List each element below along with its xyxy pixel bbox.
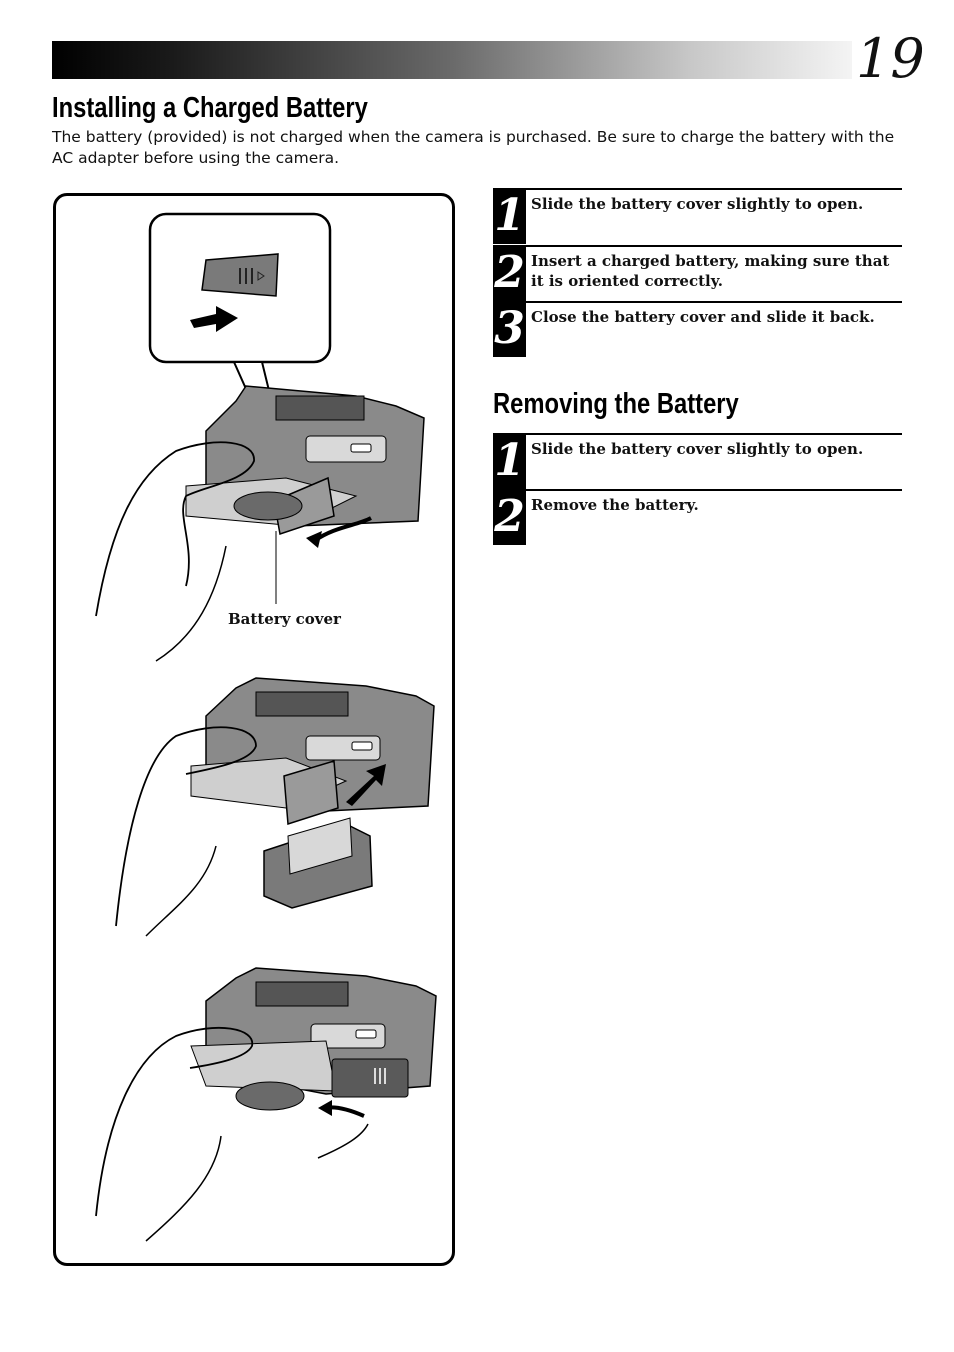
step-number: 1	[493, 188, 526, 244]
step-number: 1	[493, 433, 526, 489]
step-rule	[526, 433, 902, 435]
step-text: Slide the battery cover slightly to open…	[531, 440, 864, 458]
step-rule	[526, 188, 902, 190]
battery-cover-label: Battery cover	[228, 610, 341, 628]
camera-battery-illustration	[95, 212, 437, 1242]
scene-close-cover	[95, 967, 437, 1242]
step-text: Slide the battery cover slightly to open…	[531, 195, 864, 213]
remove-step-1: 1 Slide the battery cover slightly to op…	[493, 433, 902, 489]
step-rule	[526, 301, 902, 303]
install-step-1: 1 Slide the battery cover slightly to op…	[493, 188, 902, 244]
intro-paragraph: The battery (provided) is not charged wh…	[52, 128, 895, 167]
page-number: 19	[856, 27, 925, 90]
scene-open-cover	[95, 385, 425, 662]
removing-battery-title: Removing the Battery	[493, 388, 739, 420]
step-rule	[526, 245, 902, 247]
install-step-3: 3 Close the battery cover and slide it b…	[493, 301, 902, 357]
step-number: 3	[493, 301, 526, 357]
step-text: Insert a charged battery, making sure th…	[531, 252, 890, 290]
scene-insert-battery	[115, 677, 435, 937]
step-number: 2	[493, 489, 526, 545]
install-step-2: 2 Insert a charged battery, making sure …	[493, 245, 902, 301]
installing-battery-title: Installing a Charged Battery	[52, 92, 368, 124]
illustration-panel	[53, 193, 455, 1266]
step-rule	[526, 489, 902, 491]
step-number: 2	[493, 245, 526, 301]
header-bar	[52, 41, 852, 79]
step-text: Remove the battery.	[531, 496, 699, 514]
step-text: Close the battery cover and slide it bac…	[531, 308, 875, 326]
remove-step-2: 2 Remove the battery.	[493, 489, 902, 545]
